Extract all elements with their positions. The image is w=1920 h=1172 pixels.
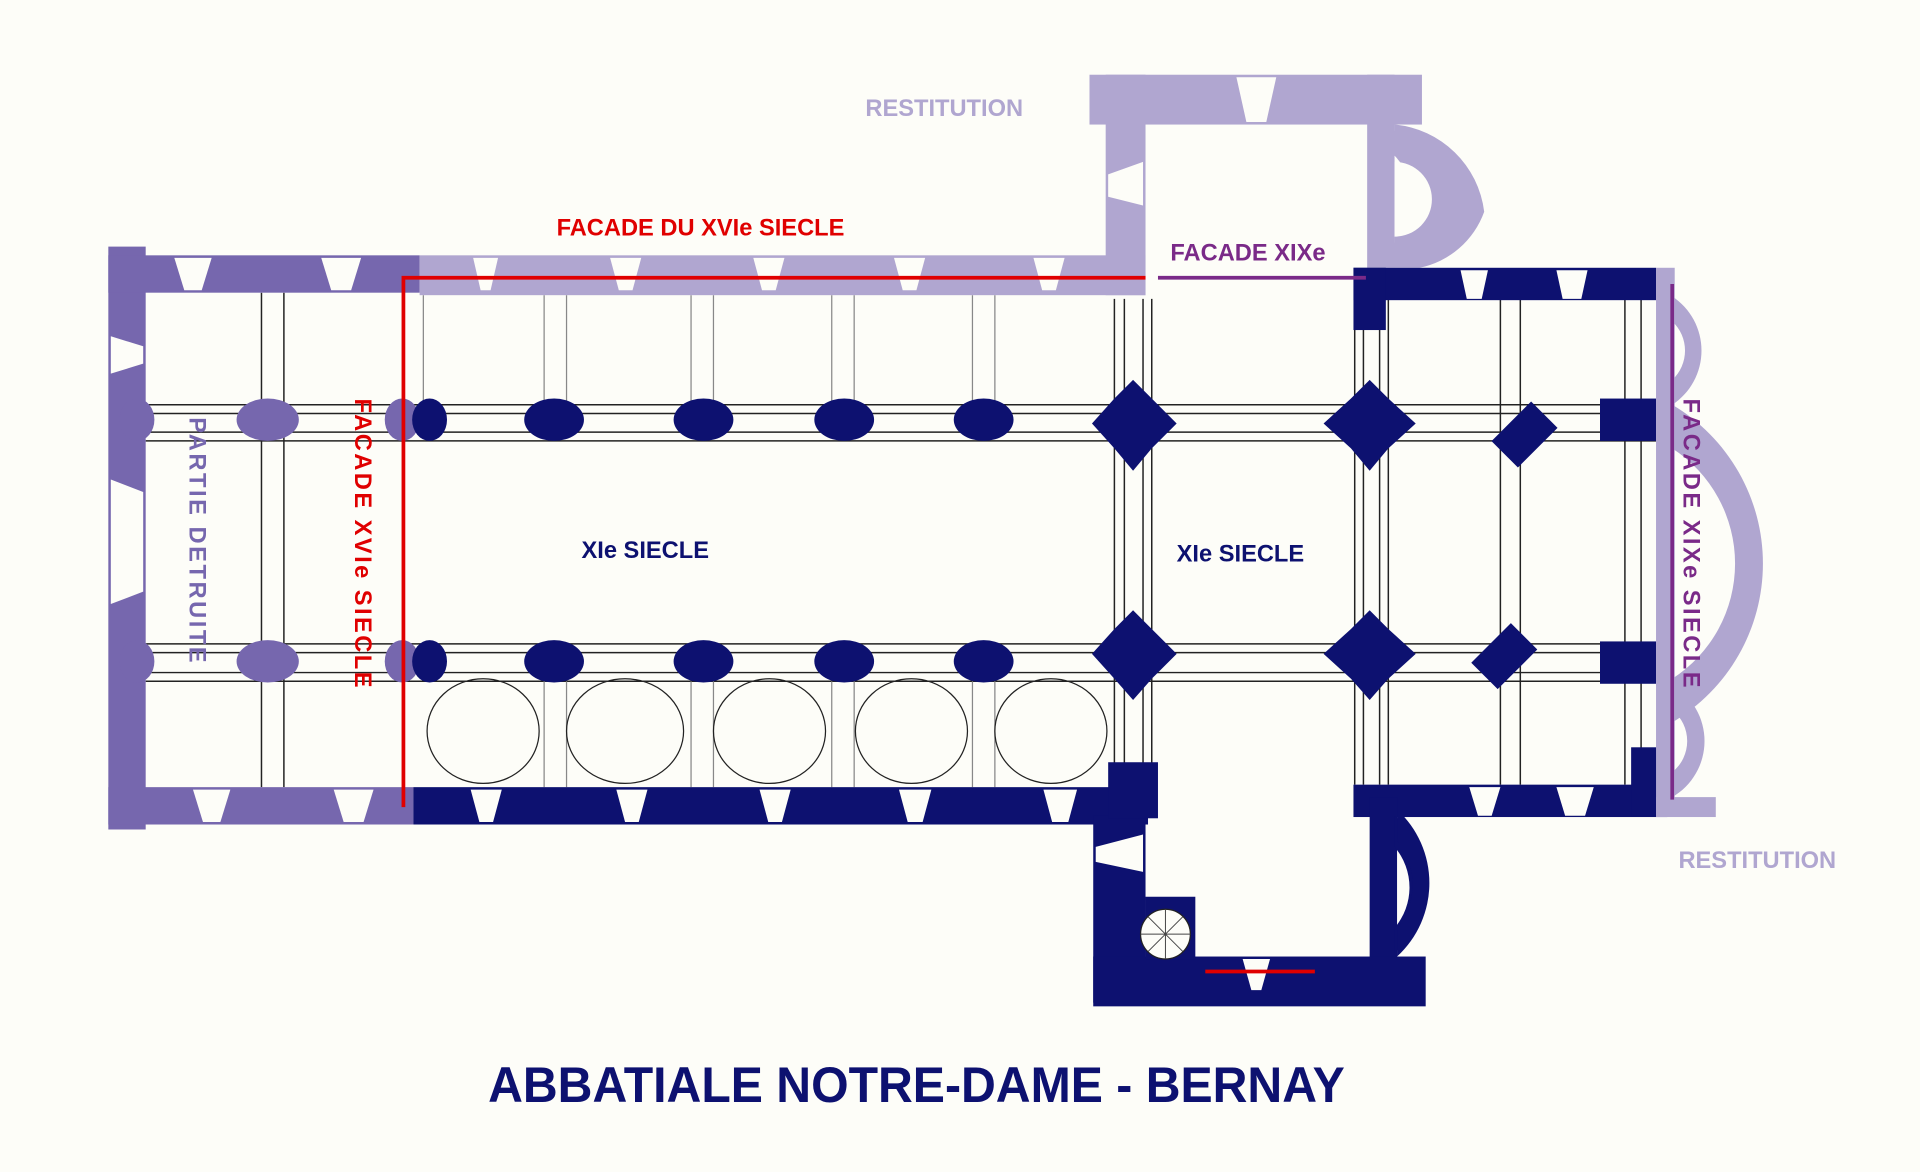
label-facade-xvi-north: FACADE DU XVIe SIECLE: [557, 215, 845, 241]
restitution-east-apse: [1656, 267, 1763, 818]
piers: [412, 398, 1558, 690]
facade-xvi-lines: [401, 275, 1315, 974]
plan-title: ABBATIALE NOTRE-DAME - BERNAY: [488, 1057, 1345, 1113]
label-facade-xix-north: FACADE XIXe: [1170, 240, 1325, 266]
chapel-circles: [426, 678, 1108, 785]
window-openings-west: [110, 257, 374, 823]
facade-xix-lines: [1157, 275, 1675, 800]
label-partie-detruite: PARTIE DETRUITE: [183, 417, 209, 662]
label-restitution-north: RESTITUTION: [865, 96, 1023, 122]
label-facade-xvi-west: FACADE XVIe SIECLE: [349, 399, 375, 688]
window-openings-north: [473, 77, 1432, 291]
label-crossing-period: XIe SIECLE: [1177, 542, 1305, 568]
aisle-rib-lines: [422, 295, 996, 788]
window-openings-south: [470, 270, 1594, 991]
label-restitution-east: RESTITUTION: [1678, 848, 1836, 874]
crossing-piers: [1091, 379, 1416, 819]
label-nave-period: XIe SIECLE: [581, 538, 709, 564]
spiral-staircase-icon: [1139, 908, 1191, 960]
label-facade-xix-east: FACADE XIXe SIECLE: [1677, 399, 1703, 688]
